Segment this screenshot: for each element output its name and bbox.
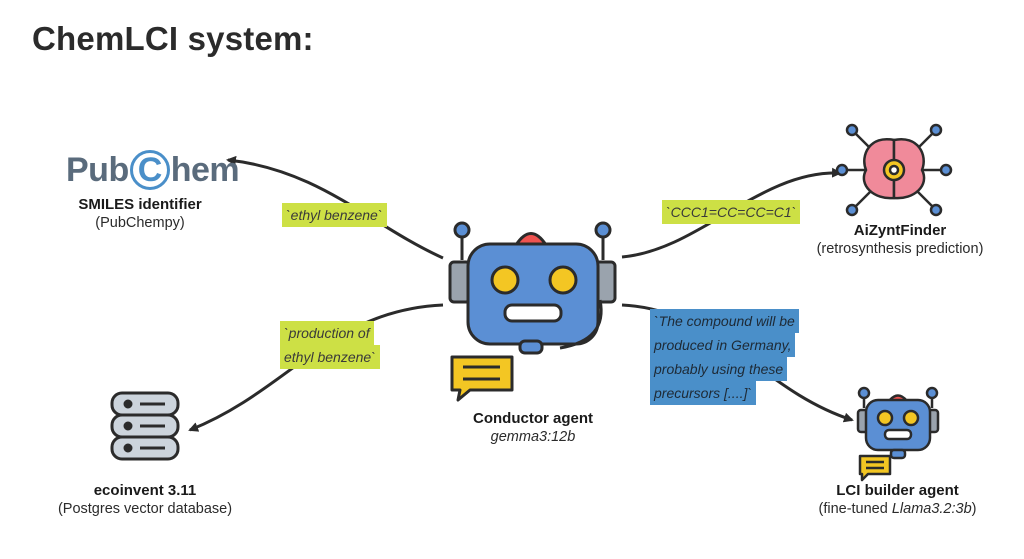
aizynth-label: AiZyntFinder (retrosynthesis prediction): [790, 222, 1010, 257]
message-to-lci-line3: probably using these: [650, 357, 788, 381]
lci-builder-sub-model: Llama3.2:3b: [891, 501, 972, 517]
pubchem-sub: (PubChempy): [95, 215, 185, 231]
ecoinvent-label: ecoinvent 3.11 (Postgres vector database…: [35, 482, 255, 517]
conductor-model: gemma3:12b: [490, 429, 576, 445]
conductor-label: Conductor agent gemma3:12b: [433, 410, 633, 445]
conductor-robot-icon: [448, 221, 617, 355]
pubchem-logo-left: Pub: [66, 151, 129, 189]
ecoinvent-sub: (Postgres vector database): [57, 501, 233, 517]
message-to-pubchem: `ethyl benzene`: [282, 203, 387, 227]
pubchem-logo-right: hem: [170, 151, 240, 189]
lci-builder-sub-prefix: (fine-tuned: [818, 501, 892, 517]
message-to-ecoinvent-line1: `production of: [280, 321, 374, 345]
aizynth-name: AiZyntFinder: [853, 222, 947, 239]
message-to-lci-line1: `The compound will be: [650, 309, 799, 333]
conductor-name: Conductor agent: [473, 410, 593, 427]
ecoinvent-name: ecoinvent 3.11: [93, 482, 197, 499]
message-to-lci-line4: precursors [....]`: [650, 381, 757, 405]
lci-builder-sub: (fine-tuned Llama3.2:3b): [790, 501, 1005, 517]
chat-bubble-icon: [450, 355, 514, 402]
aizynth-sub: (retrosynthesis prediction): [816, 241, 984, 257]
pubchem-label: SMILES identifier (PubChempy): [45, 196, 235, 231]
page-title: ChemLCI system:: [32, 20, 314, 57]
message-to-lci-builder: `The compound will be produced in German…: [650, 309, 799, 405]
pubchem-name: SMILES identifier: [78, 196, 202, 213]
lci-builder-robot-icon: [856, 386, 940, 482]
database-icon: [110, 391, 180, 461]
message-to-ecoinvent: `production of ethyl benzene`: [280, 321, 380, 369]
pubchem-logo-c: C: [129, 150, 170, 190]
lci-builder-label: LCI builder agent (fine-tuned Llama3.2:3…: [790, 482, 1005, 517]
lci-builder-name: LCI builder agent: [836, 482, 959, 499]
lci-builder-sub-suffix: ): [971, 501, 977, 517]
message-to-ecoinvent-line2: ethyl benzene`: [280, 345, 380, 369]
arrow-to-pubchem: [226, 155, 444, 260]
brain-chip-icon: [835, 123, 953, 217]
message-to-lci-line2: produced in Germany,: [650, 333, 796, 357]
message-to-aizynth: `CCC1=CC=CC=C1`: [662, 200, 801, 224]
